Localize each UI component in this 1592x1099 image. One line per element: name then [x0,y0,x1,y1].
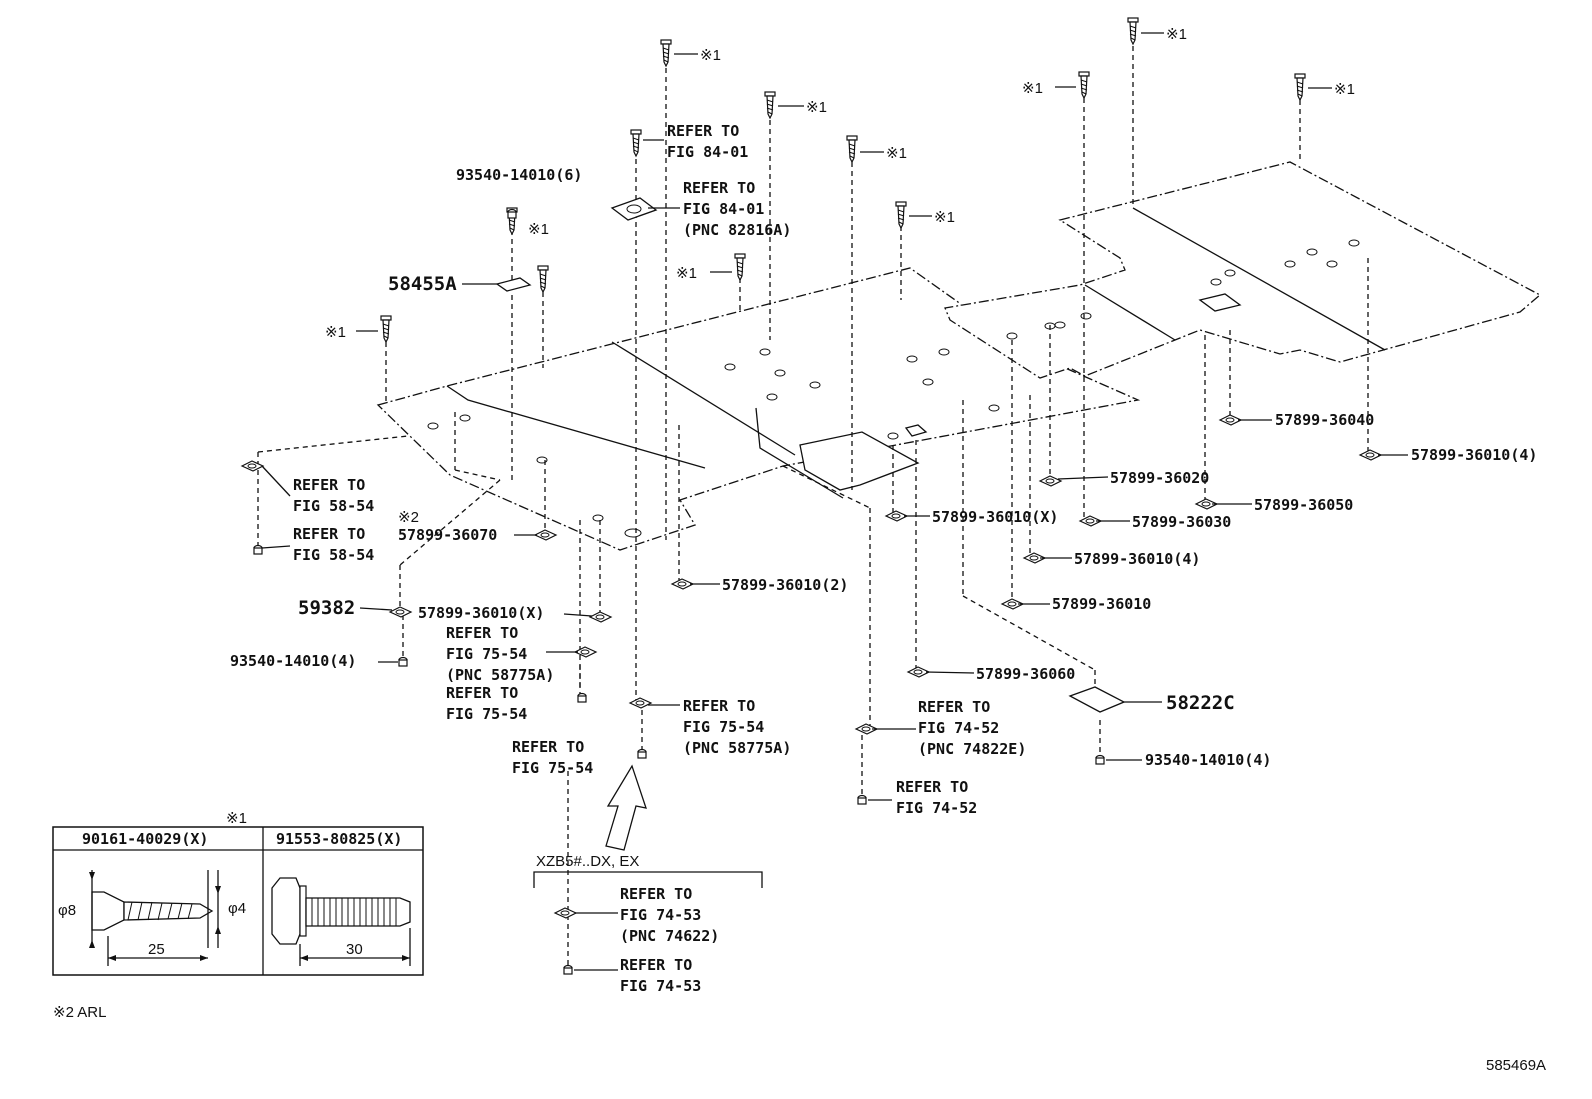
refer-label-line: REFER TO [512,738,584,756]
refer-label-line: (PNC 58775A) [446,666,554,684]
view-arrow [605,764,647,851]
flange-bolt-drawing: 30 [271,877,411,966]
refer-label-line: REFER TO [620,956,692,974]
label-93540-14010-6: 93540-14010(6) [456,166,582,184]
mark-1: ※1 [700,47,721,64]
refer-label: REFER TO FIG 74-53 (PNC 74622) [620,885,719,945]
label-57899-36010-x-mid: 57899-36010(X) [932,508,1058,526]
refer-label-line: FIG 58-54 [293,497,374,515]
label-57899-36040: 57899-36040 [1275,411,1374,429]
label-93540-14010-4-left: 93540-14010(4) [230,652,356,670]
refer-label-line: FIG 84-01 [667,143,748,161]
refer-label-line: (PNC 74822E) [918,740,1026,758]
label-93540-14010-4-right: 93540-14010(4) [1145,751,1271,769]
refer-label-line: FIG 58-54 [293,546,374,564]
refer-label-line: REFER TO [683,697,755,715]
mark-1: ※1 [325,324,346,341]
label-57899-36010-4-right: 57899-36010(4) [1411,446,1537,464]
label-58455a: 58455A [388,273,457,295]
mark-1: ※1 [806,99,827,116]
mark-2: ※2 [398,509,419,526]
refer-label-line: FIG 75-54 [683,718,764,736]
floor-panel-rear [799,161,1542,491]
refer-label: REFER TO FIG 75-54 (PNC 58775A) [683,697,791,757]
refer-label: REFER TO FIG 84-01 (PNC 82816A) [683,179,791,239]
mark-1: ※1 [934,209,955,226]
refer-label: REFER TO FIG 58-54 [293,525,374,564]
dim-d4: φ4 [228,900,246,917]
mark-1: ※1 [676,265,697,282]
label-57899-36010-x-left: 57899-36010(X) [418,604,544,622]
leader-dashes [257,46,1369,968]
tapping-screw-drawing: φ8 φ4 25 [58,870,246,966]
refer-label-line: REFER TO [667,122,739,140]
label-59382: 59382 [298,597,355,619]
refer-label: REFER TO FIG 75-54 (PNC 58775A) [446,624,554,684]
refer-label-line: REFER TO [293,476,365,494]
leader-lines [261,32,1408,971]
refer-label-line: REFER TO [896,778,968,796]
refer-label-line: (PNC 58775A) [683,739,791,757]
refer-label: REFER TO FIG 74-52 [896,778,977,817]
refer-label-line: REFER TO [446,624,518,642]
refer-label-line: (PNC 74622) [620,927,719,945]
label-58222c: 58222C [1166,692,1235,714]
refer-label: REFER TO FIG 84-01 [667,122,748,161]
refer-label-line: REFER TO [683,179,755,197]
detail-left-part: 90161-40029(X) [82,830,208,848]
refer-label-line: FIG 75-54 [446,705,527,723]
label-57899-36060: 57899-36060 [976,665,1075,683]
refer-label: REFER TO FIG 58-54 [293,476,374,515]
mark-1: ※1 [1022,80,1043,97]
refer-label: REFER TO FIG 75-54 [446,684,527,723]
refer-label-line: (PNC 82816A) [683,221,791,239]
label-57899-36030: 57899-36030 [1132,513,1231,531]
refer-label-line: FIG 75-54 [512,759,593,777]
label-57899-36050: 57899-36050 [1254,496,1353,514]
refer-label-line: FIG 74-53 [620,906,701,924]
label-57899-36010-2: 57899-36010(2) [722,576,848,594]
label-57899-36070: 57899-36070 [398,526,497,544]
detail-mark: ※1 [226,810,247,827]
label-57899-36020: 57899-36020 [1110,469,1209,487]
part-58222c-shape [1068,686,1126,713]
label-57899-36010: 57899-36010 [1052,595,1151,613]
floor-panel-front [376,267,1141,551]
variant-bracket [533,871,763,888]
mark-1: ※1 [528,221,549,238]
footnote: ※2 ARL [53,1004,106,1021]
refer-label-line: FIG 75-54 [446,645,527,663]
part-labels: REFER TO FIG 84-01 REFER TO FIG 84-01 (PNC … [230,122,1537,995]
label-57899-36010-4-mid: 57899-36010(4) [1074,550,1200,568]
mark-1: ※1 [1166,26,1187,43]
dim-30: 30 [346,941,363,958]
refer-label: REFER TO FIG 74-52 (PNC 74822E) [918,698,1026,758]
refer-label-line: FIG 84-01 [683,200,764,218]
mark-1: ※1 [1334,81,1355,98]
mark-1: ※1 [886,145,907,162]
refer-label-line: REFER TO [918,698,990,716]
refer-label-line: REFER TO [446,684,518,702]
part-58455a-shape [495,277,532,292]
marks: ※1 ※1 ※1 ※1 ※1 ※1 ※1 ※1 ※1 ※1 ※2 [325,26,1355,526]
figure-id: 585469A [1486,1057,1546,1074]
detail-right-part: 91553-80825(X) [276,830,402,848]
refer-label-line: FIG 74-52 [918,719,999,737]
detail-box: ※1 90161-40029(X) 91553-80825(X) φ8 φ4 2… [52,810,424,976]
refer-label: REFER TO FIG 74-53 [620,956,701,995]
refer-label-line: REFER TO [620,885,692,903]
dim-d8: φ8 [58,902,76,919]
floor-holes [427,239,1360,538]
refer-label-line: FIG 74-53 [620,977,701,995]
refer-label: REFER TO FIG 75-54 [512,738,593,777]
refer-label-line: FIG 74-52 [896,799,977,817]
dim-25: 25 [148,941,165,958]
refer-label-line: REFER TO [293,525,365,543]
variant-label: XZB5#..DX, EX [536,853,639,870]
